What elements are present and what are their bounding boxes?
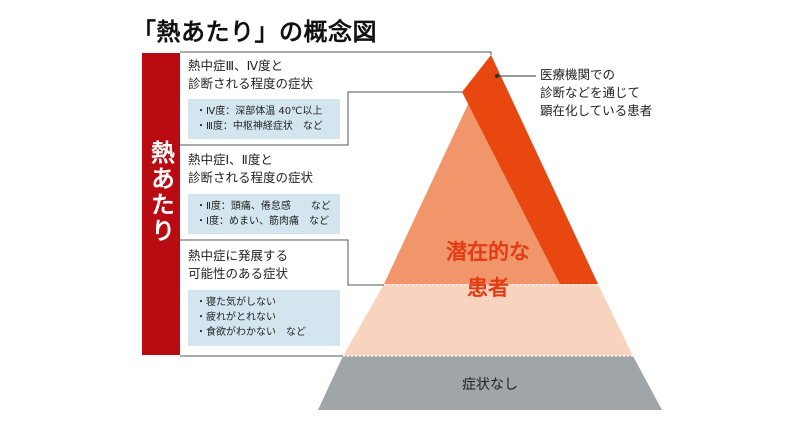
level-3-title: 熱中症に発展する 可能性のある症状: [188, 248, 289, 281]
level-3-detail-line: ・寝た気がしない: [196, 297, 276, 308]
category-bar: [142, 53, 180, 355]
level-1-detail-line: ・Ⅲ度：中枢神経症状 など: [196, 121, 323, 132]
level-3-detail-line: ・食欲がわかない など: [196, 327, 306, 338]
level-1-detail-line: ・Ⅳ度：深部体温 40℃以上: [196, 106, 323, 117]
level-2-detail-line: ・Ⅰ度：めまい、筋肉痛 など: [196, 216, 329, 227]
level-1-details: ・Ⅳ度：深部体温 40℃以上 ・Ⅲ度：中枢神経症状 など: [188, 99, 340, 139]
connector-level-3: [180, 239, 384, 286]
pyramid-base-no-symptoms: [318, 356, 662, 410]
page-title: 「熱あたり」の概念図: [132, 18, 377, 46]
potential-patients-label-line1: 潜在的な: [446, 240, 530, 264]
pyramid-tip-diagnosed: [462, 55, 598, 284]
connector-level-1: [180, 51, 492, 55]
pyramid-middle-band: [343, 284, 633, 356]
potential-patients-label-line2: 患者: [467, 276, 509, 300]
level-2-details: ・Ⅱ度：頭痛、倦怠感 など ・Ⅰ度：めまい、筋肉痛 など: [188, 194, 340, 234]
level-1-title: 熱中症Ⅲ、Ⅳ度と 診断される程度の症状: [188, 58, 314, 91]
category-label: 熱あたり: [146, 140, 175, 244]
diagnosed-patients-annotation: 医療機関での 診断などを通じて 顕在化している患者: [540, 67, 653, 118]
level-2-detail-line: ・Ⅱ度：頭痛、倦怠感 など: [196, 201, 331, 212]
level-2-title: 熱中症Ⅰ、Ⅱ度と 診断される程度の症状: [188, 152, 314, 185]
level-3-detail-line: ・疲れがとれない: [196, 312, 276, 323]
level-3-details: ・寝た気がしない ・疲れがとれない ・食欲がわかない など: [188, 290, 340, 346]
no-symptoms-label: 症状なし: [462, 377, 518, 393]
annotation-pointer-dot: [494, 73, 500, 79]
connector-level-2: [180, 91, 462, 146]
